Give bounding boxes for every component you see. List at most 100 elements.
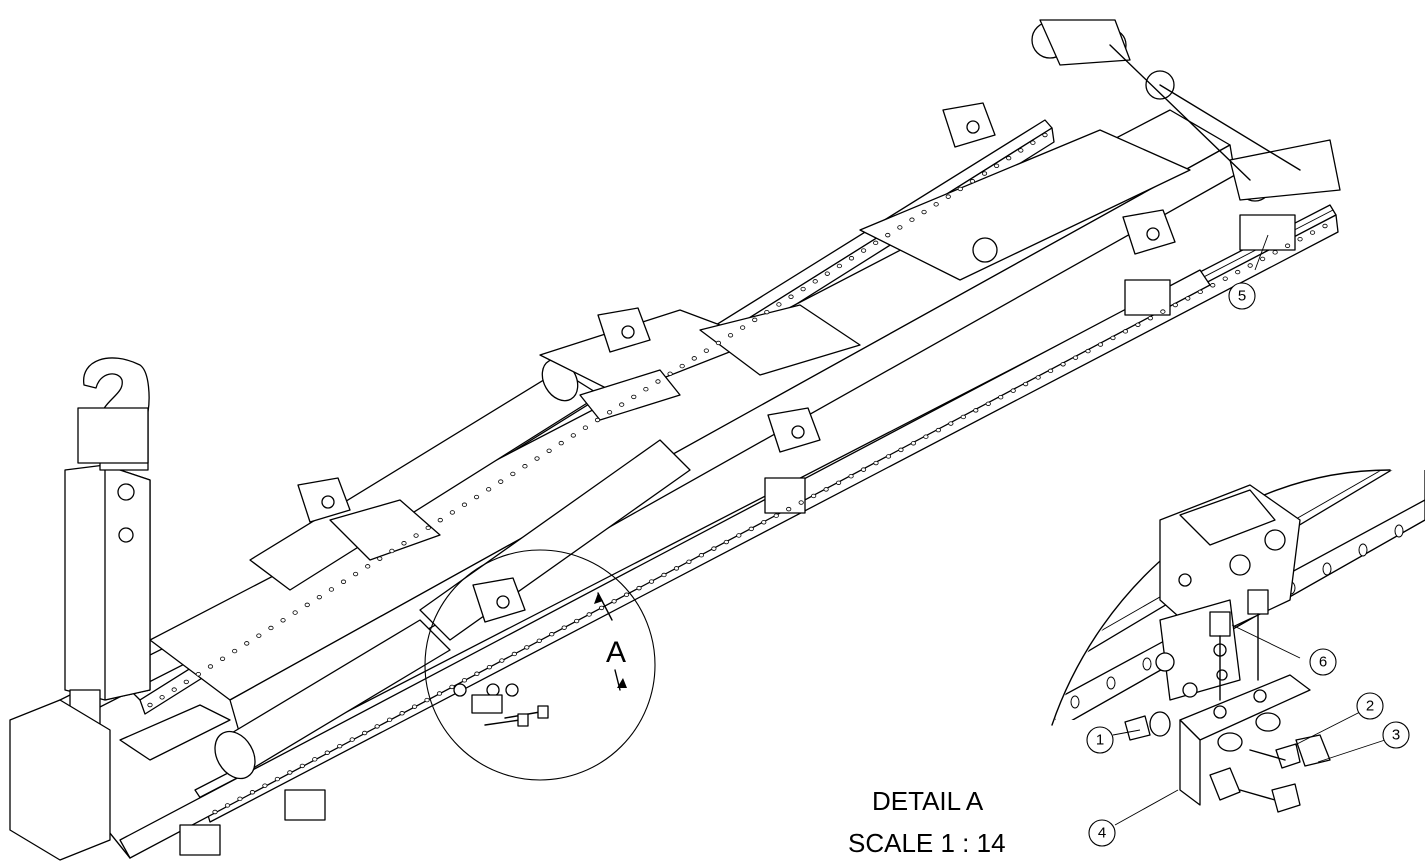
rail-hole <box>237 796 243 802</box>
rail-hole <box>764 309 770 315</box>
rail-hole <box>461 502 468 507</box>
rail-holes <box>147 132 1328 815</box>
rail-hole <box>1260 256 1266 262</box>
rail-hole <box>224 803 231 808</box>
callout-3-label: 3 <box>1392 727 1400 744</box>
rail-hole <box>449 510 455 515</box>
rail-hole <box>536 638 542 644</box>
rail-hole <box>933 202 939 207</box>
rail-hole <box>262 783 268 788</box>
rail-hole <box>312 757 318 762</box>
rail-hole <box>232 648 238 654</box>
rail-hole <box>611 599 617 604</box>
detail-rail-hole <box>1322 562 1332 576</box>
rail-hole <box>1247 263 1253 268</box>
center-plates <box>329 304 861 561</box>
rail-hole <box>910 441 917 446</box>
callout-5-label: 5 <box>1238 288 1246 305</box>
rail-hole <box>655 379 661 384</box>
detail-rail-hole <box>1358 543 1368 557</box>
detail-title: DETAIL A <box>872 786 984 816</box>
rail-hole <box>711 546 717 551</box>
rail-hole <box>1147 315 1153 321</box>
rail-hole <box>800 286 806 292</box>
rail-hole <box>848 474 854 479</box>
rail-hole <box>679 363 685 369</box>
rail-hole <box>1160 309 1166 314</box>
rail-hole <box>147 702 153 708</box>
rail-hole <box>461 678 468 683</box>
rail-hole <box>1072 355 1079 360</box>
callout-6: 6 <box>1309 648 1337 676</box>
detail-rail-hole <box>1070 695 1080 709</box>
rail-hole <box>534 456 540 461</box>
rail-hole <box>1042 132 1048 138</box>
rail-hole <box>401 541 407 546</box>
rail-hole <box>599 605 605 611</box>
rail-hole <box>1035 375 1041 380</box>
rail-hole <box>686 559 692 564</box>
rail-hole <box>636 585 642 591</box>
rail-hole <box>673 566 680 571</box>
rail-hole <box>1309 230 1316 235</box>
rail-hole <box>945 194 951 199</box>
rail-hole <box>473 494 480 500</box>
rail-hole <box>486 487 492 492</box>
callout-5: 5 <box>1228 282 1256 310</box>
rail-hole <box>935 427 941 433</box>
detail-a-circle: A <box>424 549 656 781</box>
rail-hole <box>1272 250 1278 255</box>
rail-hole <box>981 171 988 176</box>
rail-hole <box>582 425 589 430</box>
rail-hole <box>960 414 966 420</box>
rail-hole <box>667 371 673 376</box>
rail-hole <box>1235 269 1241 275</box>
rail-hole <box>280 618 286 623</box>
rail-hole <box>287 770 293 775</box>
rail-hole <box>328 587 335 592</box>
rail-hole <box>268 625 274 631</box>
rail-hole <box>159 695 165 700</box>
rail-hole <box>748 526 754 532</box>
rail-hole <box>1030 140 1036 145</box>
rail-hole <box>973 408 979 413</box>
rail-hole <box>897 225 903 230</box>
callout-6-label: 6 <box>1319 654 1327 671</box>
detail-rail-hole <box>1394 524 1404 538</box>
rail-hole <box>1018 148 1024 153</box>
rail-hole <box>324 750 330 755</box>
rail-hole <box>337 743 343 749</box>
rail-hole <box>546 448 552 454</box>
rail-hole <box>824 271 830 276</box>
rail-hole <box>994 163 1000 169</box>
rail-hole <box>648 579 655 584</box>
rail-hole <box>1048 368 1054 374</box>
rail-hole <box>1023 381 1029 387</box>
rail-hole <box>1085 348 1091 354</box>
rail-hole <box>1197 289 1203 295</box>
guide-roller-brackets <box>297 102 1176 623</box>
rail-hole <box>1110 335 1116 341</box>
rail-hole <box>511 651 517 657</box>
rail-hole <box>424 697 430 703</box>
rail-hole <box>183 679 189 685</box>
rail-hole <box>1210 283 1216 288</box>
rail-hole <box>1060 362 1066 367</box>
rail-hole <box>207 664 214 669</box>
rail-hole <box>661 572 667 578</box>
rail-hole <box>1122 329 1129 334</box>
hook-arm <box>64 357 151 736</box>
callout-3: 3 <box>1382 721 1410 749</box>
rail-hole <box>377 556 383 561</box>
detail-rail-hole <box>1106 676 1116 690</box>
rail-hole <box>811 493 817 499</box>
rail-hole <box>387 717 393 723</box>
rail-hole <box>558 440 564 446</box>
rail-hole <box>561 625 567 630</box>
rail-hole <box>798 500 804 505</box>
rail-hole <box>740 325 746 330</box>
rail-hole <box>219 656 226 661</box>
main-assembly: A <box>9 19 1341 861</box>
callout-2: 2 <box>1356 692 1384 720</box>
